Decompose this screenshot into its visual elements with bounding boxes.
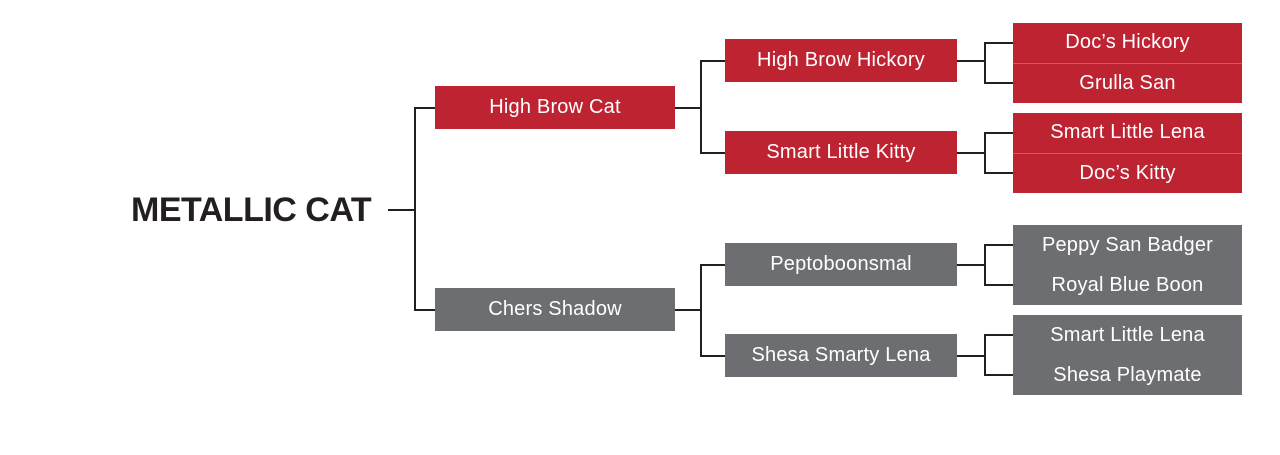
pedigree-box-sire-grandsires: Doc’s Hickory Grulla San — [1013, 23, 1242, 103]
connector-dam-to-sire — [700, 264, 725, 266]
connector-dam-dam-top-stub — [984, 334, 1013, 336]
connector-sire-dam-vertical — [984, 132, 986, 174]
connector-root-to-dam — [414, 309, 435, 311]
connector-sire-horizontal — [675, 107, 702, 109]
connector-root-to-sire — [414, 107, 435, 109]
connector-dam-sire-top-stub — [984, 244, 1013, 246]
connector-dam-dam-horizontal — [957, 355, 985, 357]
connector-sire-to-sire — [700, 60, 725, 62]
connector-dam-to-dam — [700, 355, 725, 357]
pedigree-box-sire: High Brow Cat — [435, 86, 675, 129]
horse-name-label: Chers Shadow — [488, 298, 622, 320]
horse-name-label: Doc’s Hickory — [1013, 23, 1242, 64]
connector-dam-dam-vertical — [984, 334, 986, 376]
connector-dam-dam-bottom-stub — [984, 374, 1013, 376]
pedigree-box-dam-dam: Shesa Smarty Lena — [725, 334, 957, 377]
connector-sire-vertical — [700, 60, 702, 154]
connector-dam-sire-horizontal — [957, 264, 985, 266]
connector-dam-vertical — [700, 264, 702, 357]
connector-dam-sire-vertical — [984, 244, 986, 286]
connector-sire-dam-top-stub — [984, 132, 1013, 134]
horse-name-label: Smart Little Lena — [1050, 323, 1205, 346]
pedigree-box-dam-granddams: Smart Little Lena Shesa Playmate — [1013, 315, 1242, 395]
horse-name-label: Grulla San — [1079, 71, 1176, 94]
horse-name-label: Shesa Smarty Lena — [751, 344, 931, 366]
root-horse-name: METALLIC CAT — [131, 191, 372, 229]
connector-sire-sire-top-stub — [984, 42, 1013, 44]
connector-sire-sire-vertical — [984, 42, 986, 84]
connector-sire-dam-horizontal — [957, 152, 985, 154]
connector-sire-dam-bottom-stub — [984, 172, 1013, 174]
pedigree-box-sire-granddams: Smart Little Lena Doc’s Kitty — [1013, 113, 1242, 193]
horse-name-label: High Brow Cat — [489, 96, 621, 118]
pedigree-box-dam-sire: Peptoboonsmal — [725, 243, 957, 286]
connector-sire-sire-horizontal — [957, 60, 985, 62]
connector-root-horizontal — [388, 209, 414, 211]
connector-sire-to-dam — [700, 152, 725, 154]
pedigree-box-dam-grandsires: Peppy San Badger Royal Blue Boon — [1013, 225, 1242, 305]
horse-name-label: Smart Little Lena — [1013, 113, 1242, 154]
horse-name-label: Royal Blue Boon — [1051, 273, 1204, 296]
horse-name-label: Shesa Playmate — [1053, 363, 1202, 386]
horse-name-label: Peppy San Badger — [1041, 233, 1214, 256]
horse-name-label: Peptoboonsmal — [770, 253, 912, 275]
connector-dam-sire-bottom-stub — [984, 284, 1013, 286]
horse-name-label: High Brow Hickory — [757, 49, 925, 71]
connector-root-vertical — [414, 107, 416, 311]
pedigree-box-dam: Chers Shadow — [435, 288, 675, 331]
connector-sire-sire-bottom-stub — [984, 82, 1013, 84]
horse-name-label: Doc’s Kitty — [1079, 161, 1176, 184]
pedigree-box-sire-dam: Smart Little Kitty — [725, 131, 957, 174]
pedigree-box-sire-sire: High Brow Hickory — [725, 39, 957, 82]
horse-name-label: Smart Little Kitty — [766, 141, 916, 163]
connector-dam-horizontal — [675, 309, 702, 311]
